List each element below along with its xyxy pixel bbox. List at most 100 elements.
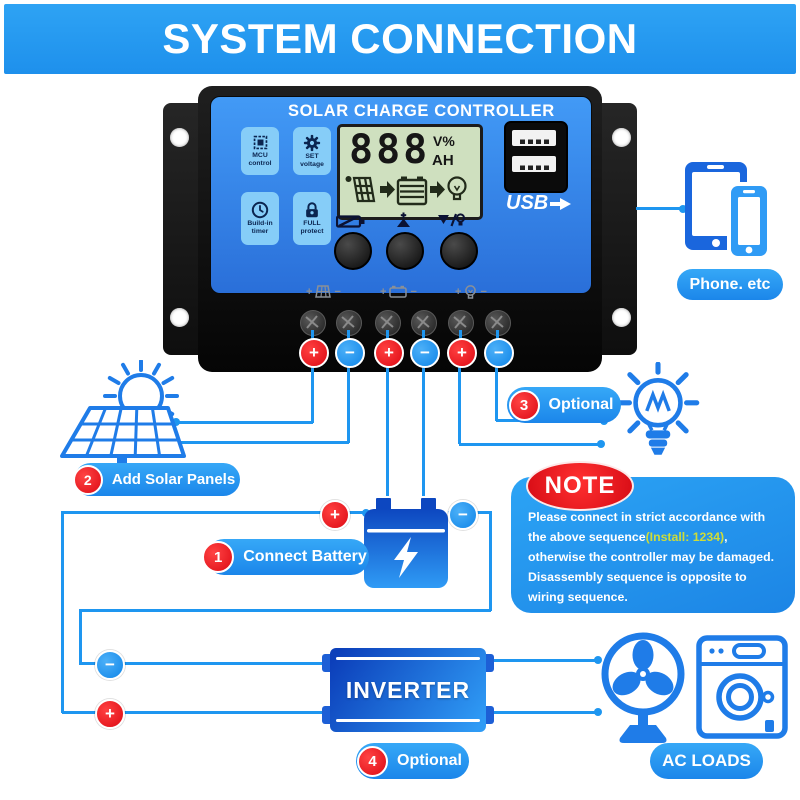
- optional-load-text: Optional: [548, 396, 614, 413]
- wire-stub: [495, 330, 499, 342]
- mounting-hole: [612, 128, 631, 147]
- tablet-phone-icon: [685, 162, 771, 260]
- note-text: Please connect in strict accordance with…: [528, 508, 784, 608]
- plus-sign: +: [306, 285, 313, 298]
- terminal-group-battery: + −: [380, 285, 417, 298]
- wire-battery-to-inverter-negative: [78, 608, 82, 664]
- terminal-polarity-marker: +: [447, 338, 477, 368]
- connect-battery-text: Connect Battery: [243, 548, 367, 565]
- light-bulb-icon: [616, 362, 700, 455]
- padlock-icon: [306, 202, 318, 218]
- step-number-badge: 1: [202, 541, 235, 573]
- terminal-polarity-marker: −: [484, 338, 514, 368]
- inverter-line: [336, 657, 480, 660]
- wire-endpoint-dot: [594, 708, 602, 716]
- wire-endpoint-dot: [594, 656, 602, 664]
- minus-sign: −: [480, 286, 487, 298]
- device-button-battery: [334, 232, 372, 270]
- optional-inverter-label: 4 Optional: [356, 743, 469, 779]
- terminal-group-load: + −: [455, 285, 487, 299]
- minus-sign: −: [334, 285, 341, 298]
- minus-sign: −: [410, 285, 417, 298]
- usb-logo: USB: [506, 192, 549, 214]
- step-number-badge: 2: [72, 464, 103, 495]
- plus-sign: +: [380, 285, 387, 298]
- terminal-polarity-marker: −: [335, 338, 365, 368]
- gear-icon: [303, 134, 321, 151]
- wire-battery-to-inverter-negative: [79, 608, 491, 612]
- add-solar-panels-text: Add Solar Panels: [111, 471, 236, 488]
- plus-sign: +: [455, 286, 462, 298]
- wire-inverter-to-loads: [488, 658, 598, 662]
- device-button-up: [386, 232, 424, 270]
- terminal-polarity-marker: +: [299, 338, 329, 368]
- wire-battery-to-inverter-positive: [62, 511, 366, 514]
- down-arrow-light-icon: [438, 213, 466, 227]
- battery-icon: [364, 496, 448, 588]
- lcd-status-icons: [345, 176, 467, 206]
- ac-loads-label: AC LOADS: [650, 743, 763, 779]
- wire-battery-to-inverter-negative: [488, 511, 492, 611]
- note-text-before: Please connect in strict accordance with…: [528, 510, 766, 544]
- battery-negative-marker: −: [448, 500, 478, 530]
- mounting-hole: [170, 128, 189, 147]
- note-install-sequence: (Install: 1234): [645, 529, 725, 544]
- wire-solar-negative: [346, 363, 350, 443]
- page-title-banner: SYSTEM CONNECTION: [4, 4, 796, 74]
- fan-icon: [601, 632, 685, 743]
- wire-load-positive: [457, 363, 461, 444]
- inverter-box: INVERTER: [330, 648, 486, 732]
- feature-badge-set-voltage: SET voltage: [293, 127, 331, 175]
- solar-panel-sun-icon: [60, 360, 186, 472]
- step-number-badge: 3: [508, 389, 540, 421]
- clock-icon: [251, 201, 269, 219]
- mounting-hole: [170, 308, 189, 327]
- ac-loads-text: AC LOADS: [662, 751, 751, 770]
- wire-stub: [385, 330, 389, 342]
- battery-select-icon: [336, 215, 365, 228]
- wire-load-negative: [494, 363, 498, 421]
- lcd-digits: 888: [349, 127, 431, 173]
- feature-label: MCU control: [248, 152, 272, 167]
- washing-machine-icon: [696, 635, 788, 739]
- controller-title: SOLAR CHARGE CONTROLLER: [288, 102, 555, 120]
- feature-badge-protect: FULL protect: [293, 192, 331, 245]
- inverter-positive-marker: +: [95, 699, 125, 729]
- inverter-label: INVERTER: [345, 676, 471, 703]
- inverter-line: [336, 719, 480, 722]
- wire-battery-to-inverter-positive: [60, 511, 64, 713]
- usb-plug-icon: [550, 198, 571, 210]
- wire-stub: [421, 330, 425, 342]
- wire-battery-to-inverter-negative: [79, 661, 333, 665]
- wire-battery-negative: [421, 363, 425, 506]
- wire-endpoint-dot: [679, 204, 687, 213]
- usb-port-bottom: [512, 156, 556, 172]
- battery-mini-icon: [389, 285, 408, 298]
- wire-solar-positive: [310, 363, 314, 423]
- phone-etc-text: Phone. etc: [689, 275, 771, 293]
- optional-load-label: 3 Optional: [507, 387, 621, 423]
- lcd-unit-volt-percent: V%: [433, 133, 455, 149]
- wire-battery-to-inverter-positive: [62, 710, 333, 714]
- mounting-hole: [612, 308, 631, 327]
- wire-endpoint-dot: [362, 508, 370, 517]
- lcd-unit-amp-hour: AH: [432, 152, 454, 169]
- battery-positive-marker: +: [320, 500, 350, 530]
- feature-label: FULL protect: [300, 220, 324, 235]
- feature-badge-mcu: MCU control: [241, 127, 279, 175]
- wire-load-positive: [459, 442, 601, 446]
- terminal-polarity-marker: −: [410, 338, 440, 368]
- bulb-mini-icon: [465, 285, 477, 299]
- wire-solar-positive: [176, 420, 313, 424]
- note-title: NOTE: [526, 461, 634, 511]
- optional-inverter-text: Optional: [397, 752, 462, 769]
- note-text-after: , otherwise the controller may be damage…: [528, 529, 775, 604]
- wire-stub: [310, 330, 314, 342]
- up-arrow-icon: [397, 212, 410, 227]
- wire-stub: [458, 330, 462, 342]
- inverter-negative-marker: −: [95, 650, 125, 680]
- terminal-polarity-marker: +: [374, 338, 404, 368]
- device-button-down: [440, 232, 478, 270]
- add-solar-panels-label: 2 Add Solar Panels: [72, 463, 240, 496]
- wire-endpoint-dot: [172, 418, 180, 426]
